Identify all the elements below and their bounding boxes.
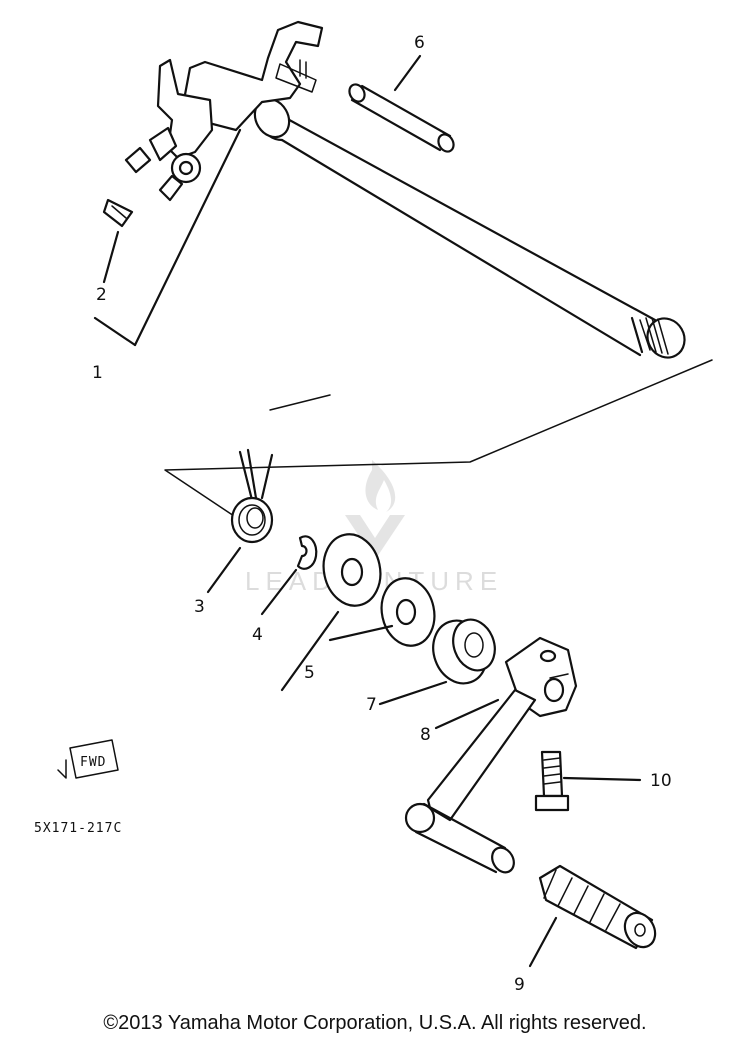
callout-9: 9 [514, 975, 525, 995]
callout-2: 2 [96, 285, 107, 305]
part-5-washers [280, 533, 436, 692]
part-2-clip [102, 198, 134, 284]
callout-3: 3 [194, 597, 205, 617]
part-4-circlip [260, 535, 318, 616]
callout-4: 4 [252, 625, 263, 645]
part-6-pin [348, 54, 455, 153]
copyright-notice: ©2013 Yamaha Motor Corporation, U.S.A. A… [103, 1012, 647, 1034]
part-8-pedal-arm [404, 636, 578, 874]
part-3-spring [206, 448, 274, 594]
shift-shaft [93, 20, 686, 359]
callout-8: 8 [420, 725, 431, 745]
part-9-foot-rubber [528, 864, 657, 968]
part-7-seal [378, 618, 496, 706]
callout-7: 7 [366, 695, 377, 715]
callout-10: 10 [650, 771, 672, 791]
fwd-marker: FWD [57, 739, 119, 779]
flame-logo-icon [365, 460, 396, 512]
callout-1: 1 [92, 363, 103, 383]
callout-6: 6 [414, 33, 425, 53]
part-10-bolt [534, 750, 642, 812]
v-logo-icon [345, 515, 405, 560]
fwd-label: FWD [80, 755, 106, 770]
callout-5: 5 [304, 663, 315, 683]
drawing-code: 5X171-217C [34, 821, 122, 836]
